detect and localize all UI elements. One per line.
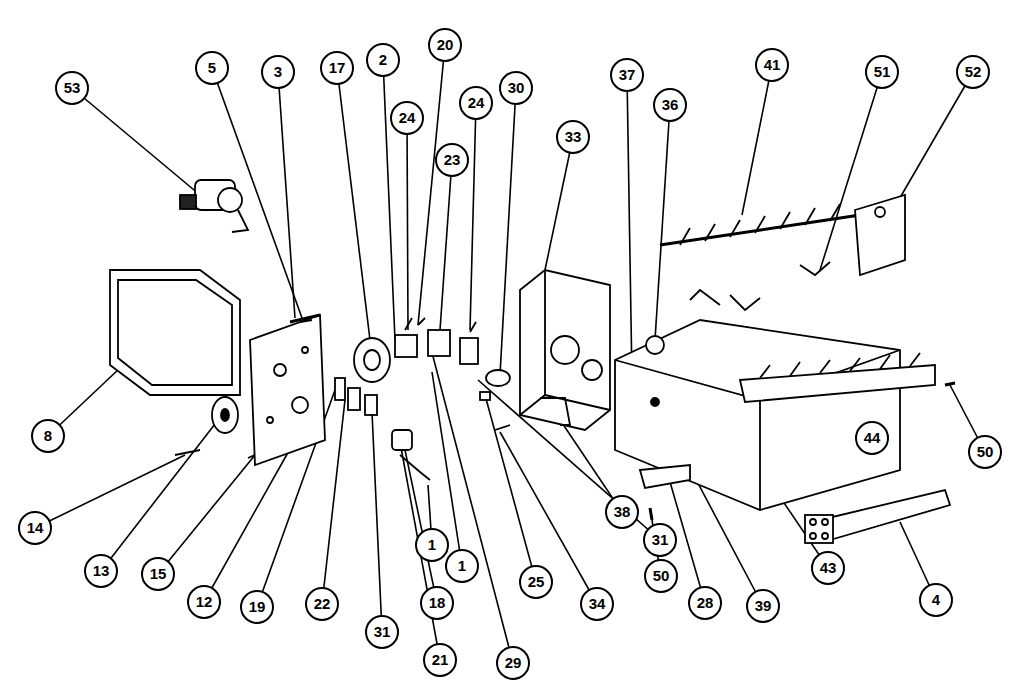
callout-number: 50 [644, 559, 678, 593]
callout-number: 44 [855, 421, 889, 455]
callout-number: 53 [55, 71, 89, 105]
callout-number: 51 [865, 55, 899, 89]
callout-number: 28 [688, 586, 722, 620]
callout-number: 31 [365, 615, 399, 649]
callout-number: 24 [459, 86, 493, 120]
callout-number: 41 [755, 48, 789, 82]
callout-number: 25 [519, 565, 553, 599]
callout-number: 30 [499, 71, 533, 105]
callout-number: 20 [428, 28, 462, 62]
callout-number: 13 [84, 554, 118, 588]
callout-number: 50 [968, 435, 1002, 469]
callout-number: 43 [811, 551, 845, 585]
callout-number: 19 [240, 590, 274, 624]
callout-number: 33 [556, 120, 590, 154]
callout-number: 1 [445, 549, 479, 583]
callout-number: 15 [141, 557, 175, 591]
callout-number: 1 [415, 528, 449, 562]
callout-number: 2 [366, 43, 400, 77]
callout-number: 18 [420, 586, 454, 620]
callout-number: 14 [18, 511, 52, 545]
callout-number: 36 [653, 88, 687, 122]
callout-number: 52 [956, 55, 990, 89]
callout-number: 4 [919, 583, 953, 617]
callout-number: 17 [320, 51, 354, 85]
callout-number: 37 [610, 58, 644, 92]
callout-number: 3 [261, 55, 295, 89]
callout-number: 12 [187, 585, 221, 619]
callout-number: 5 [195, 51, 229, 85]
callout-number: 8 [31, 419, 65, 453]
callout-number: 31 [643, 523, 677, 557]
callout-number: 23 [435, 143, 469, 177]
callout-number: 22 [305, 587, 339, 621]
callout-number: 34 [580, 587, 614, 621]
callout-number: 29 [496, 646, 530, 680]
callout-number: 38 [605, 495, 639, 529]
callout-number: 24 [390, 101, 424, 135]
callout-number: 39 [746, 589, 780, 623]
callout-number: 21 [423, 643, 457, 677]
